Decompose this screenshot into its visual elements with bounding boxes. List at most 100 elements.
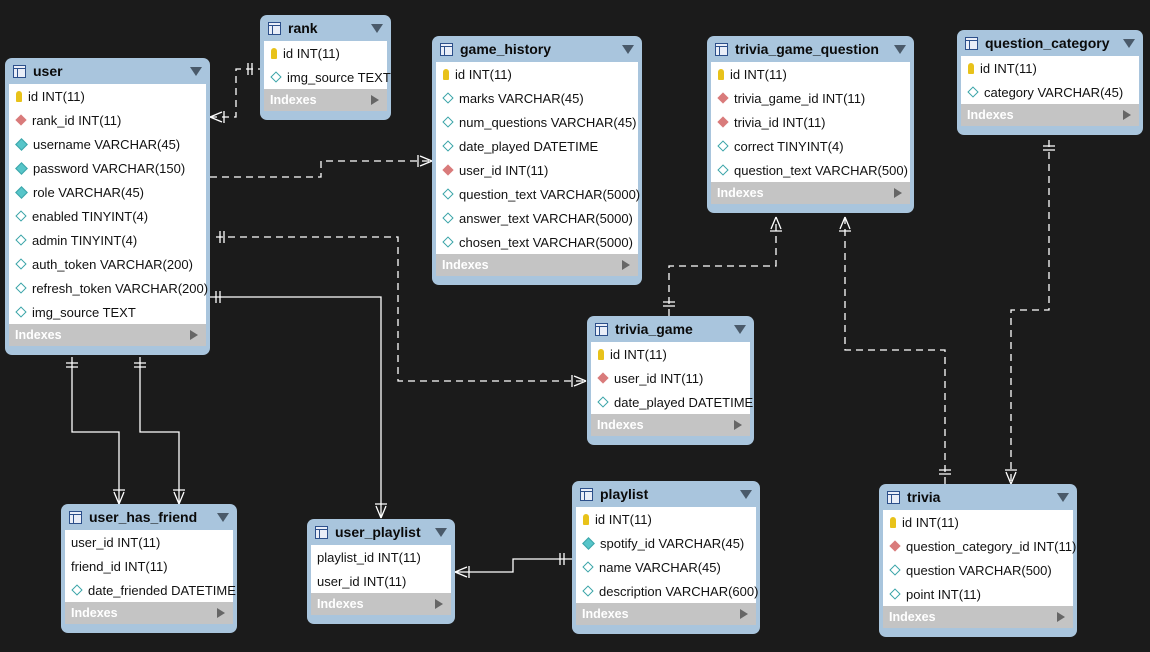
indexes-section[interactable]: Indexes [311,593,451,615]
column-icon [889,588,901,600]
table-header[interactable]: trivia_game [587,316,754,342]
collapse-icon[interactable] [740,489,752,499]
column-definition: date_friended DATETIME [88,582,236,598]
column-row[interactable]: date_played DATETIME [591,390,753,414]
column-row[interactable]: date_played DATETIME [436,134,638,158]
column-row[interactable]: trivia_id INT(11) [711,110,910,134]
table-icon [268,21,281,35]
column-definition: auth_token VARCHAR(200) [32,256,193,272]
table-header[interactable]: game_history [432,36,642,62]
table-user[interactable]: user id INT(11)rank_id INT(11)username V… [5,58,210,355]
collapse-icon[interactable] [190,66,202,76]
column-row[interactable]: friend_id INT(11) [65,554,233,578]
column-row[interactable]: id INT(11) [264,41,387,65]
table-trivia[interactable]: trivia id INT(11)question_category_id IN… [879,484,1077,637]
table-game-history[interactable]: game_history id INT(11)marks VARCHAR(45)… [432,36,642,285]
column-row[interactable]: answer_text VARCHAR(5000) [436,206,638,230]
column-row[interactable]: id INT(11) [576,507,756,531]
collapse-icon[interactable] [622,44,634,54]
table-question-category[interactable]: question_category id INT(11)category VAR… [957,30,1143,135]
table-name: question_category [985,35,1110,51]
column-row[interactable]: chosen_text VARCHAR(5000) [436,230,638,254]
table-trivia-game-question[interactable]: trivia_game_question id INT(11) trivia_ga… [707,36,914,213]
column-row[interactable]: trivia_game_id INT(11) [711,86,910,110]
column-row[interactable]: user_id INT(11) [436,158,638,182]
column-row[interactable]: img_source TEXT [264,65,391,89]
column-row[interactable]: rank_id INT(11) [9,108,206,132]
indexes-section[interactable]: Indexes [436,254,638,276]
column-row[interactable]: question VARCHAR(500) [883,558,1073,582]
column-icon [442,212,454,224]
column-row[interactable]: playlist_id INT(11) [311,545,451,569]
collapse-icon[interactable] [217,512,229,522]
table-header[interactable]: user_has_friend [61,504,237,530]
column-row[interactable]: img_source TEXT [9,300,206,324]
indexes-section[interactable]: Indexes [65,602,233,624]
column-row[interactable]: id INT(11) [9,84,206,108]
column-row[interactable]: auth_token VARCHAR(200) [9,252,206,276]
column-row[interactable]: num_questions VARCHAR(45) [436,110,638,134]
column-definition: description VARCHAR(600) [599,583,759,599]
column-row[interactable]: id INT(11) [591,342,750,366]
collapse-icon[interactable] [371,23,383,33]
column-row[interactable]: user_id INT(11) [591,366,750,390]
column-definition: id INT(11) [730,66,787,82]
table-header[interactable]: trivia_game_question [707,36,914,62]
table-header[interactable]: trivia [879,484,1077,510]
table-header[interactable]: user [5,58,210,84]
indexes-section[interactable]: Indexes [711,182,910,204]
column-row[interactable]: user_id INT(11) [65,530,233,554]
column-row[interactable]: correct TINYINT(4) [711,134,910,158]
column-row[interactable]: id INT(11) [711,62,910,86]
column-definition: admin TINYINT(4) [32,232,138,248]
column-row[interactable]: question_text VARCHAR(500) [711,158,910,182]
column-row[interactable]: role VARCHAR(45) [9,180,206,204]
column-row[interactable]: question_category_id INT(11) [883,534,1076,558]
column-row[interactable]: password VARCHAR(150) [9,156,206,180]
column-icon [442,140,454,152]
table-playlist[interactable]: playlist id INT(11)spotify_id VARCHAR(45… [572,481,760,634]
column-row[interactable]: id INT(11) [436,62,638,86]
column-row[interactable]: marks VARCHAR(45) [436,86,638,110]
collapse-icon[interactable] [894,44,906,54]
foreign-key-icon [597,372,609,384]
table-rank[interactable]: rank id INT(11)img_source TEXT Indexes [260,15,391,120]
indexes-section[interactable]: Indexes [264,89,387,111]
indexes-section[interactable]: Indexes [883,606,1073,628]
table-header[interactable]: rank [260,15,391,41]
table-trivia-game[interactable]: trivia_game id INT(11)user_id INT(11)dat… [587,316,754,445]
indexes-section[interactable]: Indexes [576,603,756,625]
table-user-playlist[interactable]: user_playlist playlist_id INT(11)user_id… [307,519,455,624]
table-header[interactable]: question_category [957,30,1143,56]
indexes-section[interactable]: Indexes [9,324,206,346]
column-row[interactable]: date_friended DATETIME [65,578,236,602]
column-row[interactable]: enabled TINYINT(4) [9,204,206,228]
table-header[interactable]: user_playlist [307,519,455,545]
column-row[interactable]: description VARCHAR(600) [576,579,759,603]
column-row[interactable]: point INT(11) [883,582,1073,606]
foreign-key-icon [717,92,729,104]
columns: id INT(11)question_category_id INT(11)qu… [883,510,1076,606]
primary-key-icon [598,348,604,360]
column-row[interactable]: category VARCHAR(45) [961,80,1139,104]
table-header[interactable]: playlist [572,481,760,507]
collapse-icon[interactable] [1057,492,1069,502]
column-row[interactable]: id INT(11) [961,56,1139,80]
collapse-icon[interactable] [435,527,447,537]
collapse-icon[interactable] [1123,38,1135,48]
table-name: playlist [600,486,649,502]
column-row[interactable]: refresh_token VARCHAR(200) [9,276,208,300]
column-icon [582,585,594,597]
column-row[interactable]: username VARCHAR(45) [9,132,206,156]
collapse-icon[interactable] [734,324,746,334]
column-row[interactable]: name VARCHAR(45) [576,555,756,579]
column-row[interactable]: user_id INT(11) [311,569,451,593]
column-row[interactable]: admin TINYINT(4) [9,228,206,252]
indexes-section[interactable]: Indexes [961,104,1139,126]
column-definition: question_text VARCHAR(500) [734,162,908,178]
column-row[interactable]: id INT(11) [883,510,1073,534]
table-user-has-friend[interactable]: user_has_friend user_id INT(11)friend_id… [61,504,237,633]
indexes-section[interactable]: Indexes [591,414,750,436]
column-row[interactable]: spotify_id VARCHAR(45) [576,531,756,555]
column-row[interactable]: question_text VARCHAR(5000) [436,182,640,206]
